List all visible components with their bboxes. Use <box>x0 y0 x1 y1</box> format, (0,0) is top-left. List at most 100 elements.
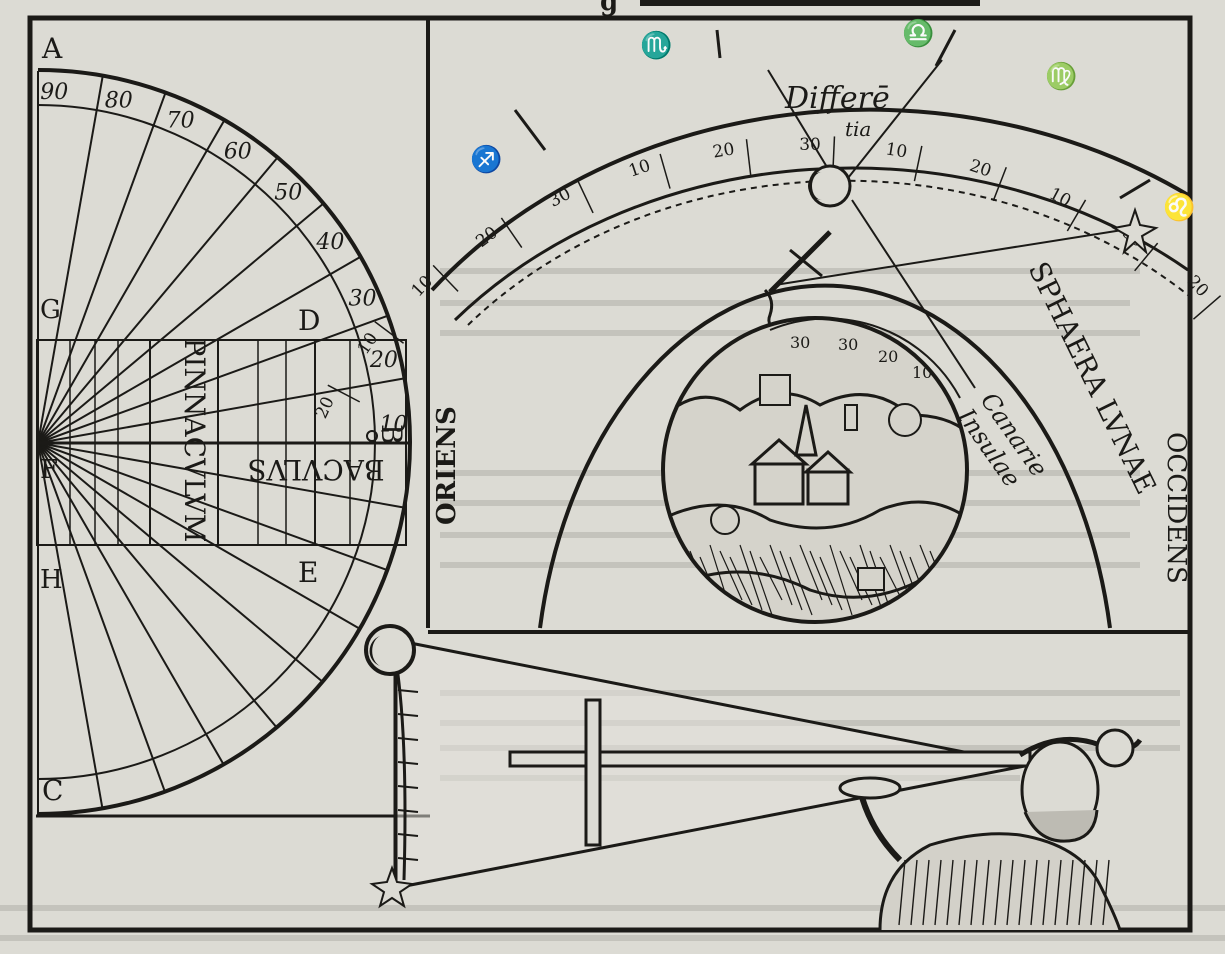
parallax-line-left <box>767 69 831 173</box>
zodiac-sector-line-4 <box>1119 178 1151 200</box>
arc-tick <box>397 713 419 717</box>
house <box>806 468 850 506</box>
zodiac-degree-label: 30 <box>799 135 821 155</box>
arc-tick <box>397 809 419 813</box>
arc-to-star-curve <box>394 659 407 881</box>
zodiac-degree-label: 20 <box>711 139 736 162</box>
arc-scale-label: 30 <box>349 287 377 312</box>
body-hatch-line <box>1006 859 1014 926</box>
zodiac-tick <box>659 153 671 189</box>
body-hatch-line <box>910 859 918 926</box>
body-hatch-line <box>970 859 978 926</box>
zodiac-tick <box>992 166 1007 202</box>
body-hatch-line <box>1090 859 1098 926</box>
zodiac-tick <box>577 180 594 214</box>
star-icon-bottom <box>369 865 415 909</box>
hatch-line <box>819 556 843 611</box>
zodiac-sector-line-1 <box>715 29 722 59</box>
globe-scale-label: 20 <box>878 347 898 366</box>
body-hatch-line <box>958 859 966 926</box>
arc-scale-label: 70 <box>167 108 195 133</box>
moon-to-canary-line <box>851 199 976 389</box>
body-hatch-line <box>1042 859 1050 926</box>
radial-line <box>37 442 405 509</box>
zodiac-tick <box>500 217 523 248</box>
arc-tick <box>397 737 419 741</box>
arc-scale-label: 80 <box>105 88 133 113</box>
header-text-fragment <box>640 0 980 6</box>
observation-panel <box>364 624 1143 931</box>
radial-line <box>37 314 388 444</box>
radial-line <box>37 256 361 444</box>
hatch-line <box>799 544 823 601</box>
body-hatch-line <box>982 859 990 926</box>
zodiac-sign-icon: ♐ <box>470 144 502 175</box>
left-panel-letters: A G D B F E H C <box>40 32 408 807</box>
letter-h: H <box>40 565 63 595</box>
zodiac-sign-icon: ♏ <box>640 30 672 61</box>
oriens-label: ORIENS <box>432 406 462 525</box>
zodiac-tick <box>913 145 923 182</box>
zodiac-tick <box>1134 242 1159 272</box>
zodiac-tick <box>745 139 752 176</box>
radial-line <box>37 203 324 444</box>
radial-line <box>37 442 104 810</box>
staff-columns <box>69 340 351 545</box>
arc-scale-label: 60 <box>224 139 252 164</box>
globe-scale-arc <box>769 317 961 399</box>
body-hatch-line <box>994 859 1002 926</box>
body-hatch-line <box>1030 859 1038 926</box>
zodiac-tick <box>1066 199 1087 232</box>
letter-a: A <box>41 32 63 65</box>
lunar-sphere-arc <box>538 283 1112 629</box>
astronomer-hat-plume <box>1095 728 1135 768</box>
letter-b: B <box>375 424 408 445</box>
moon-face-icon <box>808 164 852 208</box>
body-hatch-line <box>922 859 930 926</box>
church-roof <box>748 437 810 466</box>
zodiac-sign-icon: ♌ <box>1163 192 1195 223</box>
cottage <box>857 567 885 591</box>
zodiac-sector-line-3 <box>513 109 547 151</box>
astronomer-hatching <box>898 859 1110 926</box>
zodiac-degree-label: 10 <box>626 156 653 182</box>
letter-d: D <box>298 304 320 337</box>
radial-line <box>37 442 167 793</box>
zodiac-ring-middle <box>453 166 1189 322</box>
crescent-moon-icon <box>808 172 822 200</box>
arc-tick <box>397 761 419 765</box>
letter-g: G <box>40 295 61 325</box>
zodiac-tick <box>374 321 405 344</box>
arc-scale-label: 20 <box>369 348 398 373</box>
differentia-label: Differē tia <box>784 81 899 141</box>
body-hatch-line <box>934 859 942 926</box>
astronomer-beard <box>1023 809 1099 843</box>
hills-middle <box>663 500 967 530</box>
radial-line <box>37 157 278 444</box>
radial-line <box>37 442 278 729</box>
mini-cross-staff-transom <box>789 248 823 278</box>
globe-scale-label: 30 <box>838 335 858 354</box>
hills-front <box>689 570 931 599</box>
body-hatch-line <box>1018 859 1026 926</box>
zodiac-signs: ♏♎♍♐♌ <box>470 18 1195 223</box>
staff-to-star-line <box>774 227 1136 286</box>
differentia-line1: Differē <box>784 81 890 116</box>
body-hatch-line <box>898 859 906 926</box>
radial-line <box>37 120 225 444</box>
hatch-line <box>729 556 753 606</box>
radial-line <box>37 442 361 630</box>
hatch-line <box>879 556 903 601</box>
zodiac-degree-label: 20 <box>967 156 994 182</box>
hatch-line <box>719 550 743 601</box>
arc-ticks <box>397 689 419 861</box>
arc-scale-label: 90 <box>40 80 68 105</box>
letter-f: F <box>40 455 58 485</box>
letter-c: C <box>42 774 63 807</box>
zodiac-tick <box>327 384 361 403</box>
zodiac-degree-label: 20 <box>1183 272 1212 301</box>
body-hatch-line <box>946 859 954 926</box>
